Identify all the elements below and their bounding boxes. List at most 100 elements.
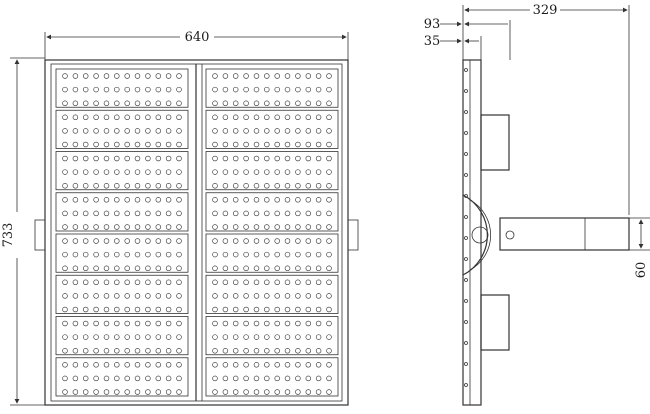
led-icon	[114, 210, 120, 217]
led-icon	[155, 197, 162, 203]
led-icon	[165, 265, 172, 272]
led-icon	[93, 362, 99, 368]
led-icon	[232, 210, 239, 217]
led-icon	[103, 210, 110, 217]
led-icon	[134, 210, 141, 217]
led-icon	[82, 197, 89, 203]
led-icon	[145, 375, 151, 382]
led-icon	[222, 320, 229, 327]
led-module	[205, 151, 339, 191]
led-icon	[232, 348, 239, 354]
led-array	[62, 73, 182, 107]
led-icon	[93, 114, 99, 121]
led-icon	[305, 251, 312, 258]
led-icon	[284, 293, 291, 299]
led-icon	[232, 224, 239, 230]
led-icon	[305, 389, 312, 395]
led-icon	[274, 320, 280, 327]
led-icon	[62, 141, 68, 148]
led-icon	[253, 293, 260, 299]
led-icon	[155, 155, 162, 162]
led-icon	[124, 279, 130, 286]
led-icon	[155, 251, 162, 258]
led-icon	[253, 197, 260, 203]
led-icon	[315, 86, 322, 93]
led-icon	[284, 389, 291, 395]
led-icon	[253, 169, 260, 175]
led-icon	[243, 348, 249, 354]
bracket-label: 60	[634, 262, 649, 279]
led-icon	[212, 265, 218, 272]
led-icon	[253, 210, 260, 217]
led-icon	[93, 73, 99, 79]
led-icon	[145, 224, 151, 230]
screw-icon	[464, 215, 468, 219]
led-icon	[93, 348, 99, 354]
led-icon	[145, 100, 151, 107]
right-bracket	[347, 219, 359, 251]
led-icon	[72, 389, 79, 395]
led-icon	[134, 265, 141, 272]
led-icon	[222, 238, 229, 244]
width-label: 640	[185, 30, 210, 45]
led-icon	[315, 389, 322, 395]
led-icon	[232, 251, 239, 258]
led-icon	[243, 169, 249, 175]
led-icon	[212, 334, 218, 340]
led-icon	[274, 210, 280, 217]
led-module	[205, 68, 339, 108]
led-icon	[124, 238, 130, 244]
led-icon	[155, 375, 162, 382]
led-icon	[124, 348, 130, 354]
led-icon	[243, 389, 249, 395]
led-icon	[212, 348, 218, 354]
led-icon	[176, 334, 182, 340]
led-icon	[274, 293, 280, 299]
led-icon	[274, 141, 280, 148]
led-icon	[232, 128, 239, 134]
led-icon	[82, 155, 89, 162]
led-icon	[253, 251, 260, 258]
led-icon	[93, 265, 99, 272]
front-view: 640 733	[1, 30, 359, 406]
led-icon	[284, 155, 291, 162]
led-icon	[284, 210, 291, 217]
led-icon	[212, 169, 218, 175]
led-icon	[212, 238, 218, 244]
led-icon	[72, 320, 79, 327]
led-icon	[82, 265, 89, 272]
led-icon	[232, 306, 239, 313]
led-icon	[243, 320, 249, 327]
led-icon	[284, 265, 291, 272]
led-array	[62, 197, 182, 230]
led-icon	[82, 183, 89, 189]
led-icon	[155, 224, 162, 230]
led-icon	[284, 114, 291, 121]
led-icon	[295, 73, 301, 79]
led-icon	[284, 279, 291, 286]
led-icon	[103, 100, 110, 107]
led-icon	[72, 86, 79, 93]
led-icon	[222, 183, 229, 189]
led-icon	[176, 100, 182, 107]
led-icon	[222, 210, 229, 217]
led-icon	[124, 251, 130, 258]
led-icon	[114, 73, 120, 79]
led-icon	[295, 128, 301, 134]
led-icon	[82, 86, 89, 93]
led-icon	[145, 86, 151, 93]
led-icon	[315, 279, 322, 286]
offset-35-dimension: 35	[424, 34, 482, 60]
led-icon	[274, 362, 280, 368]
led-icon	[93, 375, 99, 382]
led-icon	[82, 375, 89, 382]
led-icon	[93, 128, 99, 134]
led-icon	[326, 224, 332, 230]
led-icon	[93, 238, 99, 244]
led-icon	[114, 141, 120, 148]
led-array	[212, 320, 332, 354]
led-icon	[124, 155, 130, 162]
led-icon	[295, 306, 301, 313]
led-icon	[305, 169, 312, 175]
led-icon	[124, 183, 130, 189]
